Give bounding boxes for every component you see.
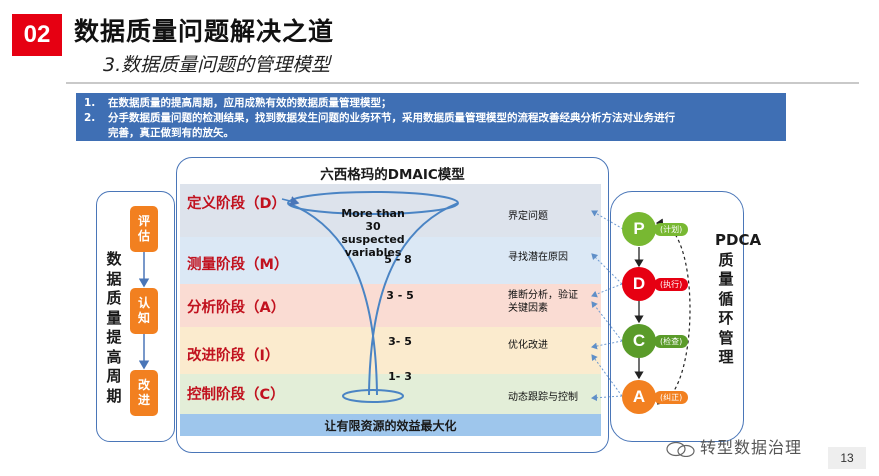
dmaic-band-improve xyxy=(180,327,601,374)
cycle-step-improve: 改 进 xyxy=(130,370,158,416)
intro-item-text: 完善，真正做到有的放矢。 xyxy=(108,127,234,139)
define-arrow xyxy=(281,196,300,207)
phase-control-task: 动态跟踪与控制 xyxy=(508,392,578,403)
wechat-icon xyxy=(666,441,696,457)
funnel-shape xyxy=(287,191,459,403)
phase-analyze-count: 3 - 5 xyxy=(386,289,414,302)
cycle-step-char: 认 xyxy=(137,296,150,310)
cycle-step-char: 知 xyxy=(137,311,150,325)
phase-measure-task: 寻找潜在原因 xyxy=(508,252,568,263)
pdca-check-tag: (检查) xyxy=(654,335,689,348)
intro-item-number: 1. xyxy=(84,97,96,109)
dmaic-band-measure xyxy=(180,237,601,284)
cycle-step-char: 估 xyxy=(137,229,150,243)
phase-analyze-task-line: 推断分析，验证 xyxy=(508,290,578,301)
phase-control-count: 1- 3 xyxy=(388,370,412,383)
funnel-top-line: suspected xyxy=(341,233,405,246)
dmaic-band-control xyxy=(180,374,601,414)
watermark-text: 转型数据治理 xyxy=(666,434,802,458)
intro-item-2-continued: 完善，真正做到有的放矢。 xyxy=(76,126,786,141)
quality-cycle-panel xyxy=(96,191,175,442)
dmaic-panel xyxy=(176,157,609,453)
pdca-do-circle: D xyxy=(622,267,656,301)
dmaic-title: 六西格玛的DMAIC模型 xyxy=(320,167,465,183)
phase-measure-label: 测量阶段（M） xyxy=(187,257,289,273)
phase-improve-count: 3- 5 xyxy=(388,335,412,348)
pdca-dmaic-connectors xyxy=(591,210,624,402)
phase-improve-task: 优化改进 xyxy=(508,340,548,351)
page-subtitle: 3.数据质量问题的管理模型 xyxy=(103,54,331,76)
phase-control-label: 控制阶段（C） xyxy=(187,387,285,403)
pdca-plan-circle: P xyxy=(622,212,656,246)
intro-item-text: 在数据质量的提高周期，应用成熟有效的数据质量管理模型； xyxy=(108,97,392,109)
page-title: 数据质量问题解决之道 xyxy=(74,17,335,46)
intro-item-1: 1. 在数据质量的提高周期，应用成熟有效的数据质量管理模型； xyxy=(76,96,786,111)
phase-define-label: 定义阶段（D） xyxy=(187,196,287,212)
cycle-step-char: 评 xyxy=(137,214,150,228)
phase-analyze-task: 推断分析，验证 关键因素 xyxy=(508,289,578,315)
dmaic-goal-bar: 让有限资源的效益最大化 xyxy=(180,414,601,436)
funnel-top-text: More than 30 suspected variables xyxy=(333,207,413,259)
quality-cycle-label: 数据质量提高周期 xyxy=(106,250,122,405)
watermark-label: 转型数据治理 xyxy=(700,438,803,457)
intro-banner: 1. 在数据质量的提高周期，应用成熟有效的数据质量管理模型； 2. 分手数据质量… xyxy=(76,93,786,141)
cycle-step-assess: 评 估 xyxy=(130,206,158,252)
intro-item-number: 2. xyxy=(84,112,96,124)
cycle-step-char: 改 xyxy=(137,378,150,392)
intro-item-2: 2. 分手数据质量问题的检测结果，找到数据发生问题的业务环节，采用数据质量管理模… xyxy=(76,111,786,126)
pdca-do-tag: (执行) xyxy=(654,278,689,291)
pdca-check-circle: C xyxy=(622,324,656,358)
funnel-top-line: More than 30 xyxy=(341,207,405,233)
phase-analyze-label: 分析阶段（A） xyxy=(187,300,286,316)
phase-analyze-task-line: 关键因素 xyxy=(508,303,548,314)
page-number: 13 xyxy=(828,447,866,469)
pdca-act-tag: (纠正) xyxy=(654,391,689,404)
pdca-act-circle: A xyxy=(622,380,656,414)
dmaic-band-analyze xyxy=(180,284,601,327)
funnel-top-line: variables xyxy=(344,246,402,259)
cycle-step-recognize: 认 知 xyxy=(130,288,158,334)
section-number-badge: 02 xyxy=(12,14,62,56)
pdca-label: PDCA质量循环管理 xyxy=(715,231,762,366)
pdca-plan-tag: (计划) xyxy=(654,223,689,236)
cycle-step-char: 进 xyxy=(137,393,150,407)
title-divider xyxy=(66,82,859,84)
phase-improve-label: 改进阶段（I） xyxy=(187,348,280,364)
intro-item-text: 分手数据质量问题的检测结果，找到数据发生问题的业务环节，采用数据质量管理模型的流… xyxy=(108,112,675,124)
phase-measure-count: 5 - 8 xyxy=(384,253,412,266)
phase-define-task: 界定问题 xyxy=(508,211,548,222)
